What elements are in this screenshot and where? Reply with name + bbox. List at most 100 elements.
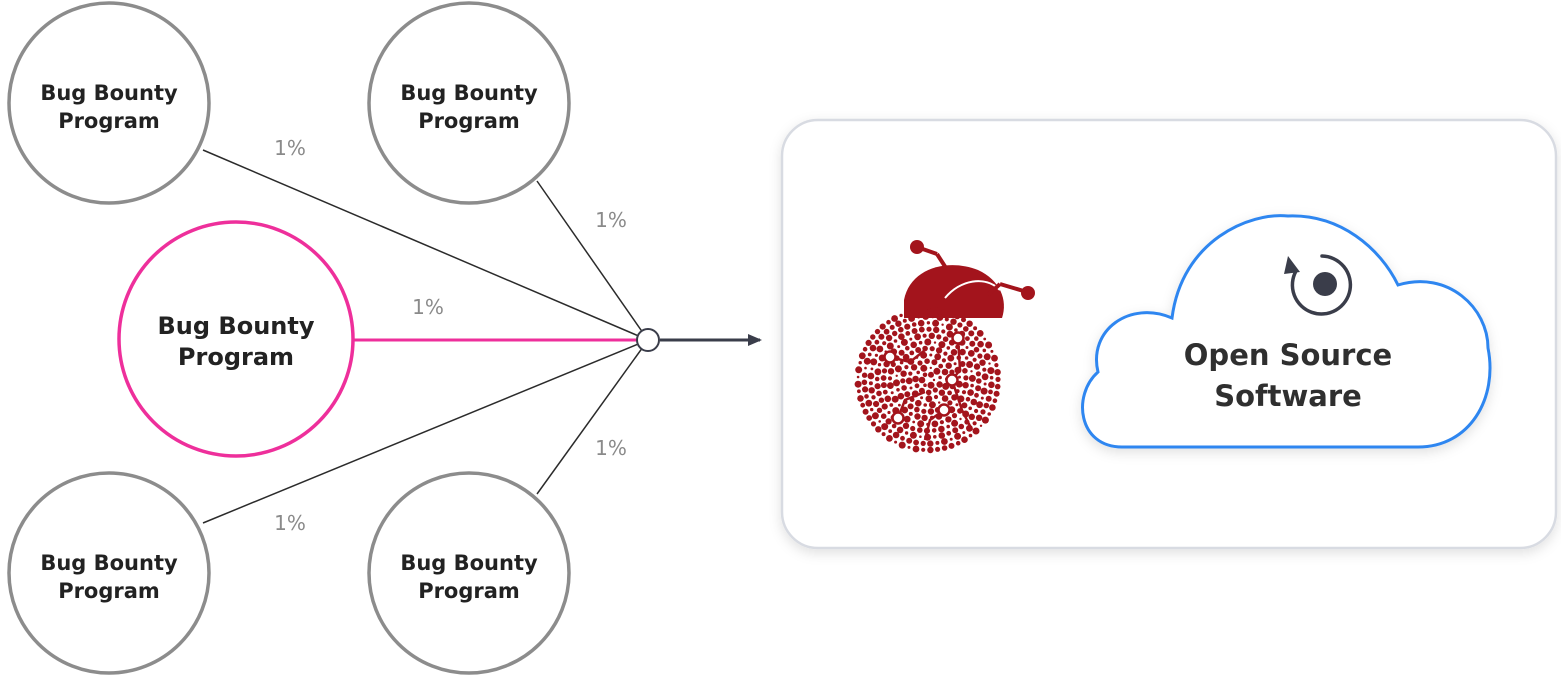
bug-dot bbox=[961, 317, 966, 323]
bug-dot bbox=[880, 375, 887, 381]
bug-dot bbox=[862, 408, 869, 415]
bug-dot bbox=[863, 357, 871, 365]
bug-dot bbox=[896, 388, 900, 392]
bug-dot bbox=[967, 389, 974, 396]
bug-dot bbox=[928, 332, 935, 339]
bug-dot bbox=[917, 427, 923, 433]
bug-dot bbox=[931, 428, 937, 433]
bug-dot bbox=[987, 412, 991, 416]
bug-dot bbox=[933, 326, 940, 334]
bug-dot bbox=[924, 358, 930, 365]
bug-dot bbox=[941, 445, 948, 451]
bug-dot bbox=[962, 431, 966, 435]
bug-dot bbox=[923, 403, 927, 407]
bug-dot bbox=[961, 436, 968, 444]
bug-dot bbox=[973, 363, 981, 370]
bug-dot bbox=[896, 426, 904, 434]
bug-dot bbox=[920, 440, 926, 446]
bug-dot bbox=[876, 407, 883, 413]
bug-dot bbox=[887, 368, 895, 375]
bug-dot bbox=[969, 340, 976, 347]
bug-dot bbox=[898, 333, 905, 341]
bug-dot bbox=[886, 319, 891, 325]
bug-dot bbox=[895, 320, 902, 327]
bug-dot bbox=[929, 366, 932, 370]
bug-dot bbox=[893, 379, 900, 387]
bug-dot bbox=[856, 375, 860, 379]
bug-dot bbox=[938, 375, 942, 380]
bug-dot bbox=[970, 398, 978, 406]
bug-dot bbox=[931, 420, 939, 428]
bug-dot bbox=[959, 361, 966, 367]
bug-dot bbox=[880, 382, 887, 389]
bug-dot bbox=[941, 368, 949, 376]
bug-dot bbox=[881, 423, 889, 431]
bug-dot bbox=[951, 413, 958, 419]
bug-dot bbox=[933, 307, 940, 314]
bug-dot bbox=[972, 421, 977, 426]
bug-dot bbox=[950, 318, 957, 325]
bug-dot bbox=[914, 406, 920, 413]
bug-dot bbox=[900, 370, 907, 377]
bug-bounty-node-top-right: Bug Bounty Program bbox=[367, 1, 571, 205]
bug-dot bbox=[907, 445, 911, 449]
bug-dot bbox=[908, 371, 913, 376]
bug-dot bbox=[959, 348, 966, 356]
bug-dot bbox=[926, 326, 932, 332]
bug-dot bbox=[954, 328, 958, 332]
cloud-shape bbox=[1081, 214, 1492, 449]
bug-dot bbox=[909, 350, 915, 356]
bug-dot bbox=[954, 432, 962, 440]
bug-dot bbox=[988, 389, 993, 395]
bug-dot bbox=[857, 395, 864, 402]
node-label-line2: Program bbox=[418, 579, 520, 603]
bug-dot bbox=[912, 445, 920, 453]
bug-dot bbox=[929, 353, 933, 357]
bug-dot bbox=[889, 403, 894, 407]
bug-dot bbox=[962, 368, 968, 374]
bug-dot bbox=[911, 322, 917, 327]
bug-dot bbox=[870, 367, 874, 371]
bug-dot bbox=[981, 416, 989, 424]
bug-dot bbox=[955, 440, 961, 446]
bug-dot bbox=[931, 315, 935, 319]
bug-dot bbox=[976, 330, 984, 337]
bug-dot bbox=[898, 403, 901, 407]
bug-dot bbox=[870, 421, 877, 427]
bug-dot bbox=[985, 341, 993, 349]
bug-dot bbox=[935, 440, 940, 445]
bug-dot bbox=[902, 318, 907, 323]
bug-dot bbox=[904, 323, 911, 330]
bug-dot bbox=[933, 367, 941, 375]
bug-dot bbox=[864, 366, 867, 370]
bug-dot bbox=[914, 333, 921, 341]
bug-dot bbox=[854, 380, 862, 388]
bug-dot bbox=[931, 359, 938, 366]
bug-dot bbox=[890, 391, 894, 395]
bug-dot bbox=[968, 433, 973, 438]
bug-dot bbox=[899, 360, 904, 365]
bug-dot bbox=[932, 378, 936, 382]
bug-dot bbox=[887, 376, 893, 381]
bug-dot bbox=[953, 362, 957, 366]
bug-dot bbox=[994, 369, 1001, 376]
bug-dot bbox=[923, 383, 927, 388]
bug-dot bbox=[892, 330, 898, 337]
bug-dot bbox=[927, 446, 934, 454]
bug-dot bbox=[920, 396, 924, 400]
bug-dot bbox=[983, 337, 987, 341]
bug-dot bbox=[991, 354, 998, 362]
bug-dot bbox=[891, 423, 897, 429]
bug-dot bbox=[901, 385, 907, 391]
bug-dot bbox=[962, 382, 969, 389]
bug-circuit-nodes bbox=[883, 331, 965, 425]
bug-dot bbox=[886, 435, 893, 442]
node-label-line1: Bug Bounty bbox=[400, 551, 538, 575]
bug-dot bbox=[874, 339, 880, 345]
bug-dot bbox=[908, 315, 915, 322]
bug-dot bbox=[900, 435, 905, 441]
bug-dot bbox=[891, 315, 898, 322]
bug-dot bbox=[876, 390, 882, 397]
bug-dot bbox=[935, 446, 941, 452]
bug-dot bbox=[871, 395, 876, 400]
